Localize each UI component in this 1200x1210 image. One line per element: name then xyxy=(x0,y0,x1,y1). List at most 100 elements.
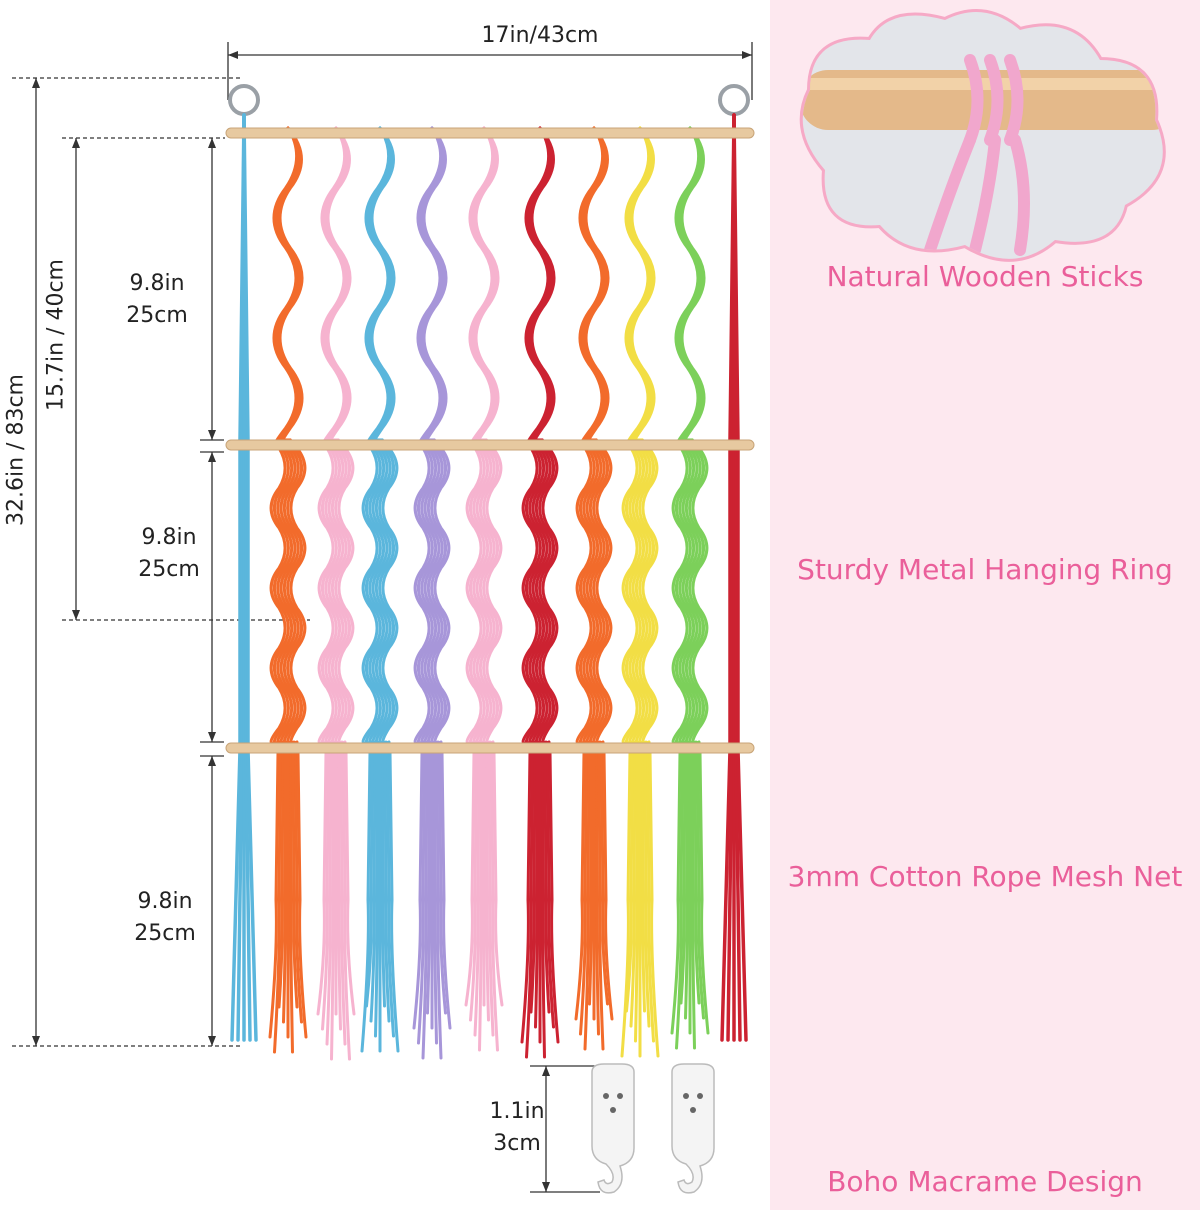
rope-strand xyxy=(334,446,352,745)
rope-strand xyxy=(296,750,308,1039)
rope-strand xyxy=(478,446,496,745)
rope-strand xyxy=(342,750,351,1061)
section-1-label: 9.8in 25cm xyxy=(112,268,202,332)
rope-strand xyxy=(337,446,355,745)
rope-strand xyxy=(696,750,705,1020)
rope-strand xyxy=(584,126,610,449)
rope-strand xyxy=(674,446,692,745)
section-1-cm: 25cm xyxy=(126,302,188,328)
arrowheads xyxy=(32,51,752,1192)
rope-strand xyxy=(520,750,532,1044)
rope-strand xyxy=(327,446,345,745)
rope-strand xyxy=(344,750,356,1016)
rope-strand xyxy=(487,750,495,1037)
rope-strand xyxy=(474,126,500,449)
rope-strand xyxy=(282,446,300,745)
rope-strand xyxy=(269,446,287,745)
section-3-inches: 9.8in xyxy=(137,889,193,914)
rope-strand xyxy=(630,126,656,449)
hook-size-label: 1.1in 3cm xyxy=(472,1096,562,1160)
hook-inches: 1.1in xyxy=(489,1099,545,1124)
rope-strand xyxy=(631,446,649,745)
rope-strand xyxy=(383,750,391,1023)
rope-strand xyxy=(680,126,706,449)
rope-strand xyxy=(534,446,552,745)
rope-strand xyxy=(678,446,696,745)
feature-caption-metal-ring: Sturdy Metal Hanging Ring xyxy=(797,553,1173,586)
rope-strand xyxy=(378,446,396,745)
rope-strand xyxy=(485,446,503,745)
rope-strand xyxy=(600,750,609,1006)
rope-strand xyxy=(368,446,386,745)
rope-strand xyxy=(530,126,556,449)
macrame-net-illustration xyxy=(12,42,755,1194)
rope-strand xyxy=(524,446,542,745)
rope-strand xyxy=(374,446,392,745)
rope-strand xyxy=(492,750,504,1007)
rope-strand xyxy=(583,750,591,1051)
pocket-span-label: 15.7in / 40cm xyxy=(43,259,69,411)
total-height-label: 32.6in / 83cm xyxy=(3,374,29,526)
rope-strand xyxy=(433,446,451,745)
rope-strand xyxy=(732,113,748,1042)
rope-strand xyxy=(388,750,400,1053)
rope-strand xyxy=(464,750,476,1007)
rope-strand xyxy=(628,446,646,745)
rope-strand xyxy=(330,750,335,1061)
rope-strand xyxy=(675,750,684,1050)
rope-strand xyxy=(413,446,431,745)
rope-strand xyxy=(433,750,438,1045)
rope-strand xyxy=(277,750,285,1009)
rope-strand xyxy=(330,446,348,745)
right-ring-icon xyxy=(718,84,750,116)
rope-strand xyxy=(597,750,605,1051)
left-ring-icon xyxy=(228,84,260,116)
rope-strand xyxy=(421,750,429,1060)
rope-strand xyxy=(625,750,634,1013)
rope-strand xyxy=(320,446,338,745)
rope-strand xyxy=(276,446,294,745)
rope-strand xyxy=(291,750,299,1009)
rope-strand xyxy=(681,446,699,745)
rope-strand xyxy=(282,750,287,1024)
rope-strand xyxy=(602,750,614,1021)
top-dowel xyxy=(225,127,755,139)
rope-strand xyxy=(386,750,395,1038)
rope-strand xyxy=(691,750,696,1050)
rope-strand xyxy=(588,446,606,745)
rope-strand xyxy=(360,750,372,1053)
rope-strand xyxy=(339,750,347,1046)
rope-strand xyxy=(585,446,603,745)
wall-hook-icon xyxy=(671,1063,715,1194)
rope-strand xyxy=(521,446,539,745)
rope-strand xyxy=(417,750,426,1045)
rope-strand xyxy=(579,750,588,1036)
rope-strand xyxy=(643,750,651,1028)
rope-strand xyxy=(574,750,586,1021)
rope-strand xyxy=(679,750,687,1005)
rope-strand xyxy=(698,750,710,1035)
rope-strand xyxy=(325,750,333,1046)
rope-strand xyxy=(381,446,399,745)
rope-strand xyxy=(416,446,434,745)
rope-strand xyxy=(465,446,483,745)
rope-strand xyxy=(582,446,600,745)
rope-strand xyxy=(531,446,549,745)
rope-strand xyxy=(435,750,443,1060)
rope-strand xyxy=(273,750,282,1054)
rope-strand xyxy=(426,750,431,1015)
rope-strand xyxy=(381,750,386,1008)
rope-strand xyxy=(422,126,448,449)
rope-strand xyxy=(438,750,447,1015)
rope-strand xyxy=(629,750,637,1028)
rope-strand xyxy=(294,750,303,1024)
rope-strand xyxy=(624,446,642,745)
rope-strand xyxy=(370,126,396,449)
rope-strand xyxy=(641,750,646,1013)
rope-strand xyxy=(688,446,706,745)
rope-strand xyxy=(268,750,280,1039)
rope-strand xyxy=(595,446,613,745)
rope-strand xyxy=(684,750,689,1020)
rope-strand xyxy=(684,446,702,745)
rope-strand xyxy=(671,446,689,745)
